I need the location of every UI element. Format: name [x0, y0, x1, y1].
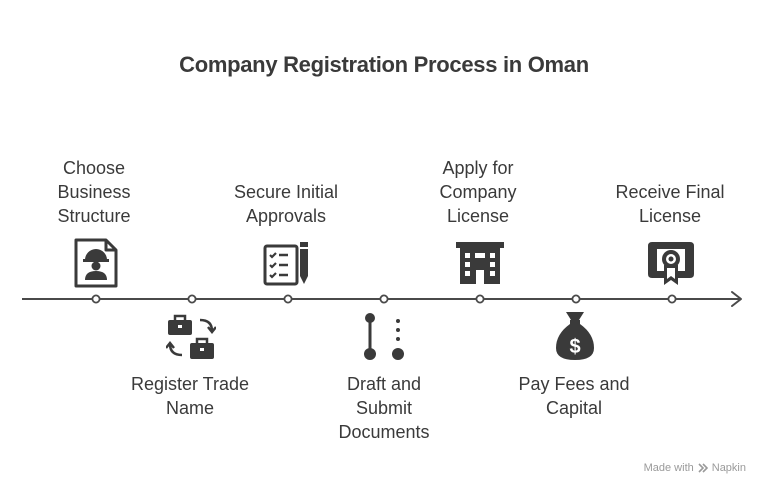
certificate-icon	[648, 242, 694, 285]
napkin-logo-icon	[698, 463, 708, 473]
napkin-watermark: Made with Napkin	[644, 462, 746, 474]
step-label-final-license: Receive Final License	[615, 182, 725, 226]
step-label-register-trade-name: Register Trade Name	[130, 374, 250, 418]
timeline-marker	[91, 294, 101, 304]
office-building-icon	[456, 242, 504, 284]
timeline-marker	[187, 294, 197, 304]
step-label-secure-approvals: Secure Initial Approvals	[233, 182, 339, 226]
step-label-choose-structure: Choose Business Structure	[57, 158, 131, 226]
step-label-draft-submit: Draft and Submit Documents	[338, 374, 430, 442]
timeline-marker	[667, 294, 677, 304]
step-label-apply-license: Apply for Company License	[439, 158, 517, 226]
worker-document-icon	[74, 238, 118, 288]
watermark-text: Made with	[643, 462, 694, 474]
timeline-arrowhead	[731, 291, 742, 307]
timeline-marker	[475, 294, 485, 304]
timeline-marker	[283, 294, 293, 304]
checklist-pen-icon	[263, 242, 308, 286]
money-bag-icon: $	[556, 312, 594, 360]
process-dots-icon	[364, 313, 404, 360]
page-title: Company Registration Process in Oman	[179, 52, 589, 77]
step-label-pay-fees: Pay Fees and Capital	[518, 374, 630, 418]
timeline-marker	[379, 294, 389, 304]
timeline-marker	[571, 294, 581, 304]
watermark-brand: Napkin	[711, 462, 746, 474]
briefcase-exchange-icon	[166, 314, 216, 359]
svg-text:$: $	[569, 336, 580, 358]
